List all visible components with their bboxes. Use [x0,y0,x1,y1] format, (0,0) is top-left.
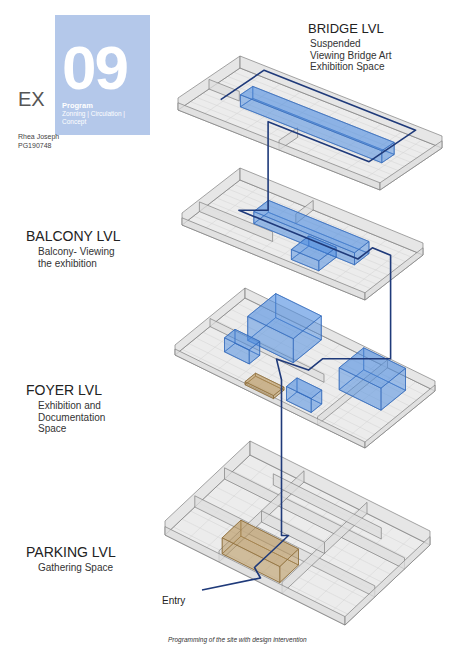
floor-plate [165,455,430,625]
level-description: Balcony- Viewing the exhibition [38,246,128,269]
wall [365,248,423,300]
level-name: PARKING LVL [26,544,116,560]
caption: Programming of the site with design inte… [168,636,307,643]
grid-line [228,76,430,156]
level-description: Gathering Space [38,562,113,574]
program-volume [225,329,260,350]
program-volume [245,373,284,395]
program-volume [222,520,298,566]
level-name: BALCONY LVL [26,228,120,244]
floor-level [178,56,442,190]
grid-line [203,93,405,173]
level-description: Suspended Viewing Bridge Art Exhibition … [308,38,400,73]
program-volume [248,294,322,339]
program-volume [291,236,336,261]
floor-level [182,168,423,300]
program-volume [287,378,322,399]
floor-level [165,441,430,625]
wall [345,537,430,625]
sheet-prefix: EX [18,88,45,111]
wall [175,349,365,448]
entry-label: Entry [162,595,185,607]
wall [273,474,381,539]
student-id: PG190748 [18,142,51,150]
floor-plates [165,56,442,625]
level-name: BRIDGE LVL [308,22,384,37]
sheet-subheading: Zonning | Circulation | Concept [62,110,144,125]
level-description: Exhibition and Documentation Space [38,400,134,435]
sheet-heading: Program [62,102,144,110]
grid-line [217,198,400,273]
sheet-number: 09 [62,37,144,99]
circulation-line [202,70,416,590]
title-block: 09ProgramZonning | Circulation | Concept [55,15,150,135]
floor-level [175,288,435,448]
circulation-path [202,70,416,590]
program-volume [339,348,405,388]
author-name: Rhea Joseph [18,133,59,141]
level-name: FOYER LVL [26,382,102,398]
wall [178,56,240,110]
